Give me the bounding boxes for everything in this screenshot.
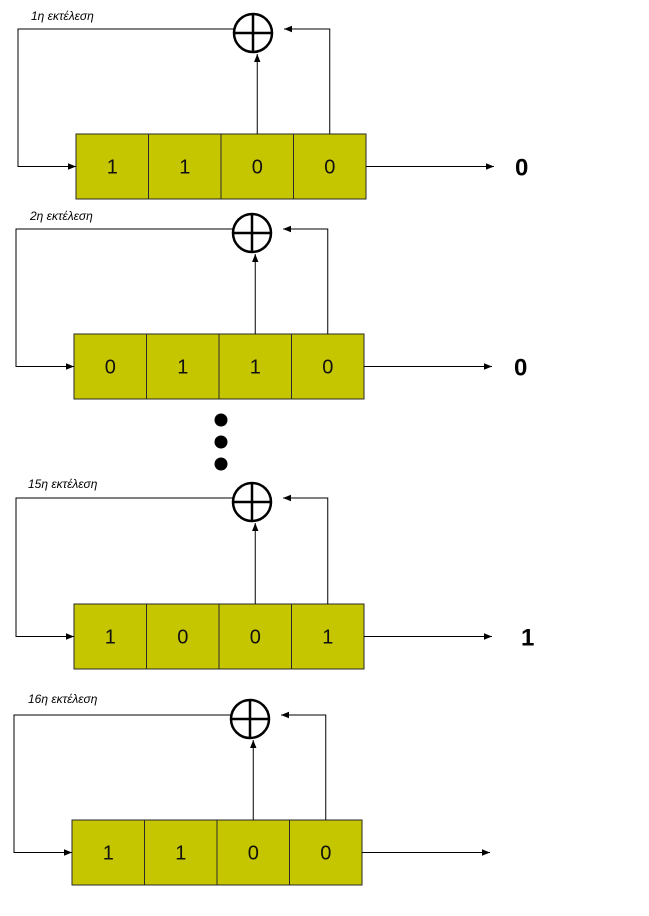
feedback-line <box>13 714 231 856</box>
register-bit: 1 <box>105 627 116 649</box>
xor-icon <box>231 481 273 523</box>
tap-line-4 <box>283 494 329 604</box>
register-cell <box>71 819 145 886</box>
output-bit: 1 <box>521 625 534 652</box>
feedback-line <box>17 28 234 170</box>
register-bit: 1 <box>103 843 114 865</box>
stage-label: 1η εκτέλεση <box>31 9 94 23</box>
lfsr-stage: 15η εκτέλεση 1 0 0 1 1 <box>15 477 534 670</box>
register-cell <box>289 819 363 886</box>
tap-line-4 <box>284 25 331 134</box>
ellipsis-dot <box>214 457 228 471</box>
feedback-line <box>15 228 233 370</box>
register-cell <box>216 819 290 886</box>
xor-icon <box>229 698 271 740</box>
register-cell <box>73 603 147 670</box>
register-cell <box>144 819 218 886</box>
register-bit: 0 <box>248 843 259 865</box>
register-cell <box>218 603 292 670</box>
output-bit: 0 <box>514 355 527 382</box>
register-bit: 0 <box>250 627 261 649</box>
register-bit: 0 <box>322 357 333 379</box>
feedback-line <box>15 497 233 640</box>
register-bit: 1 <box>179 157 190 179</box>
register-cell <box>146 333 220 400</box>
tap-line-4 <box>281 711 327 820</box>
stage-label: 16η εκτέλεση <box>28 692 98 706</box>
register-cell <box>146 603 220 670</box>
register-bit: 1 <box>107 157 118 179</box>
register-cell <box>75 133 149 200</box>
register-bit: 1 <box>175 843 186 865</box>
register-bit: 1 <box>250 357 261 379</box>
stage-label: 15η εκτέλεση <box>28 477 98 491</box>
lfsr-stage: 16η εκτέλεση 1 1 0 0 <box>13 692 490 886</box>
tap-line-4 <box>283 225 329 334</box>
stage-label: 2η εκτέλεση <box>29 209 93 223</box>
register-bit: 0 <box>252 157 263 179</box>
ellipsis-dot <box>214 413 228 427</box>
register-cell <box>291 603 365 670</box>
register-bit: 1 <box>322 627 333 649</box>
register-bit: 0 <box>177 627 188 649</box>
xor-icon <box>231 212 273 254</box>
register-cell <box>293 133 367 200</box>
lfsr-stage: 1η εκτέλεση 1 1 0 0 0 <box>17 9 528 200</box>
register-bit: 0 <box>320 843 331 865</box>
register-cell <box>148 133 222 200</box>
vertical-ellipsis <box>214 413 228 471</box>
register-bit: 1 <box>177 357 188 379</box>
ellipsis-dot <box>214 435 228 449</box>
register-bit: 0 <box>324 157 335 179</box>
lfsr-stage: 2η εκτέλεση 0 1 1 0 0 <box>15 209 527 400</box>
register-bit: 0 <box>105 357 116 379</box>
register-cell <box>291 333 365 400</box>
xor-icon <box>232 12 274 54</box>
output-bit: 0 <box>515 155 528 182</box>
